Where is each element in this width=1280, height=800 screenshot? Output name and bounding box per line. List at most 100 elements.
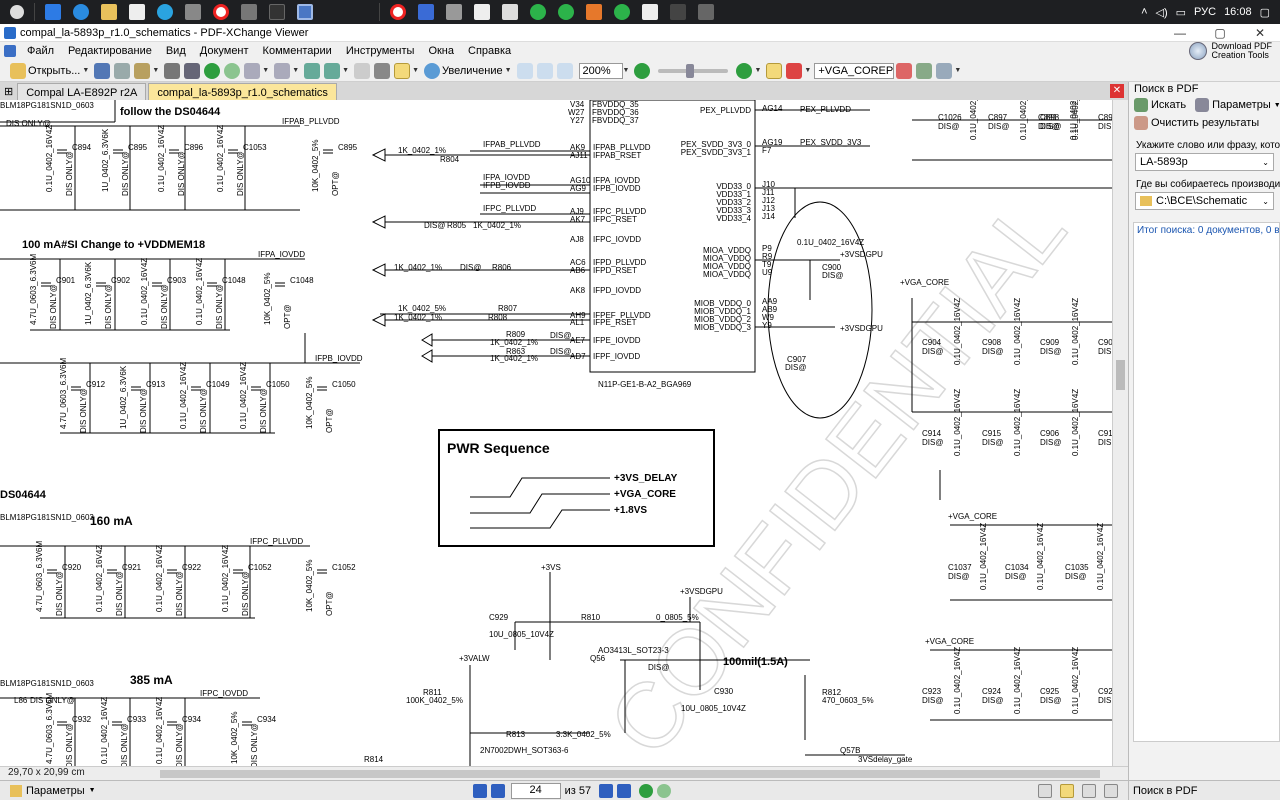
chevron-down-icon[interactable]: ▼ <box>804 67 812 74</box>
save-icon[interactable] <box>94 62 111 79</box>
fit-width-icon[interactable] <box>556 62 573 79</box>
redo-icon[interactable] <box>274 62 291 79</box>
open-folder-icon[interactable] <box>10 62 26 79</box>
location-select[interactable]: C:\BCE\Schematic ⌄ <box>1135 192 1274 210</box>
open-button[interactable]: Открыть... <box>28 64 81 77</box>
maximize-icon[interactable]: ▢ <box>1214 25 1226 40</box>
check-icon[interactable] <box>558 4 574 20</box>
find-panel-tab[interactable]: Поиск в PDF <box>1128 781 1280 800</box>
search-icon[interactable] <box>164 62 181 79</box>
facing-icon[interactable] <box>1082 783 1096 798</box>
continuous-icon[interactable] <box>1060 783 1074 798</box>
app-icon[interactable] <box>269 4 285 20</box>
tab-compal-la-e892p[interactable]: Compal LA-E892P r2A <box>17 83 147 100</box>
speaker-icon[interactable]: ◁) <box>1155 6 1168 19</box>
tab-compal-la-5893p[interactable]: compal_la-5893p_r1.0_schematics <box>148 83 337 100</box>
chevron-down-icon[interactable]: ▼ <box>504 67 512 74</box>
check-icon[interactable] <box>614 4 630 20</box>
chevron-up-icon[interactable]: ˄ <box>1141 6 1148 18</box>
search-results-summary[interactable]: Итог поиска: 0 документов, 0 вх... <box>1137 225 1279 236</box>
document-icon[interactable] <box>4 45 16 57</box>
close-tab-icon[interactable]: ✕ <box>1110 84 1124 98</box>
start-icon[interactable] <box>10 5 24 19</box>
back-icon[interactable] <box>204 62 221 79</box>
select-tool-icon[interactable] <box>394 62 411 79</box>
scan-icon[interactable] <box>134 62 151 79</box>
menu-help[interactable]: Справка <box>468 45 512 57</box>
document-view[interactable]: CONFIDENTIAL <box>0 100 1112 766</box>
chevron-down-icon[interactable]: ▼ <box>88 787 96 794</box>
zoom-slider-thumb[interactable] <box>686 63 695 78</box>
app-icon[interactable] <box>241 4 257 20</box>
yandex-icon[interactable] <box>213 4 229 20</box>
params-button[interactable]: Параметры <box>1212 99 1271 111</box>
menu-edit[interactable]: Редактирование <box>68 45 152 57</box>
chevron-down-icon[interactable]: ▼ <box>954 67 962 74</box>
store-icon[interactable] <box>129 4 145 20</box>
horizontal-scrollbar[interactable] <box>0 766 1128 780</box>
zoom-out-icon[interactable] <box>634 62 651 79</box>
rotate-icon[interactable] <box>324 62 341 79</box>
actual-size-icon[interactable] <box>516 62 533 79</box>
chevron-down-icon[interactable]: ⌄ <box>1262 196 1269 206</box>
menu-comments[interactable]: Комментарии <box>262 45 332 57</box>
minimize-icon[interactable]: — <box>1174 25 1186 40</box>
zoom-icon[interactable] <box>424 62 440 79</box>
next-page-icon[interactable] <box>599 783 614 798</box>
menu-view[interactable]: Вид <box>165 45 186 57</box>
link-tool-icon[interactable] <box>766 62 783 79</box>
last-page-icon[interactable] <box>617 783 632 798</box>
back-icon[interactable] <box>639 783 654 798</box>
query-input[interactable]: LA-5893p ⌄ <box>1135 153 1274 171</box>
menu-file[interactable]: Файл <box>27 45 55 57</box>
prev-page-icon[interactable] <box>490 783 505 798</box>
notifications-icon[interactable]: ▢ <box>1259 6 1270 19</box>
settings-icon[interactable] <box>936 62 953 79</box>
doc-icon[interactable] <box>642 4 658 20</box>
check-icon[interactable] <box>530 4 546 20</box>
fit-page-icon[interactable] <box>536 62 553 79</box>
single-page-icon[interactable] <box>1038 783 1052 798</box>
undo-icon[interactable] <box>244 62 261 79</box>
chevron-down-icon[interactable]: ▼ <box>1273 101 1280 109</box>
doc-icon[interactable] <box>474 4 490 20</box>
folder-icon[interactable] <box>101 4 117 20</box>
options-icon[interactable] <box>10 784 22 797</box>
chevron-down-icon[interactable]: ▼ <box>342 67 350 74</box>
telegram-icon[interactable] <box>157 4 173 20</box>
search-button[interactable]: Искать <box>1151 99 1187 111</box>
menu-tools[interactable]: Инструменты <box>345 45 415 57</box>
highlight-icon[interactable] <box>786 62 803 79</box>
facing-continuous-icon[interactable] <box>1104 783 1118 798</box>
doc-icon[interactable] <box>502 4 518 20</box>
menu-windows[interactable]: Окна <box>428 45 454 57</box>
pb-icon[interactable] <box>670 4 686 20</box>
vertical-scrollbar[interactable] <box>1112 100 1128 766</box>
chevron-down-icon[interactable]: ▼ <box>412 67 419 74</box>
first-page-icon[interactable] <box>472 783 487 798</box>
chevron-down-icon[interactable]: ▼ <box>82 67 90 74</box>
find-input[interactable]: +VGA_COREP <box>814 62 895 79</box>
vertical-scroll-thumb[interactable] <box>1116 360 1125 390</box>
zoom-button[interactable]: Увеличение <box>442 64 503 77</box>
pdf-xchange-icon[interactable] <box>297 4 313 20</box>
rotate-icon[interactable] <box>304 62 321 79</box>
page-number-input[interactable]: 24 <box>510 782 561 799</box>
chevron-down-icon[interactable]: ▼ <box>754 67 762 74</box>
print-icon[interactable] <box>114 62 131 79</box>
chevron-down-icon[interactable]: ▼ <box>262 67 270 74</box>
mail-icon[interactable] <box>45 4 61 20</box>
hand-tool-icon[interactable] <box>354 62 371 79</box>
chevron-down-icon[interactable]: ▼ <box>292 67 300 74</box>
network-icon[interactable]: ▭ <box>1175 6 1187 19</box>
ocr-icon[interactable] <box>184 62 201 79</box>
zoom-slider[interactable] <box>658 63 729 78</box>
options-button[interactable]: Параметры <box>26 784 85 797</box>
tool-icon[interactable] <box>446 4 462 20</box>
chevron-down-icon[interactable]: ⌄ <box>1262 157 1269 167</box>
chevron-down-icon[interactable]: ▼ <box>622 67 630 74</box>
find-icon[interactable] <box>916 62 933 79</box>
fox-icon[interactable] <box>586 4 602 20</box>
clock[interactable]: 16:08 <box>1224 6 1252 18</box>
find-next-icon[interactable] <box>896 62 913 79</box>
